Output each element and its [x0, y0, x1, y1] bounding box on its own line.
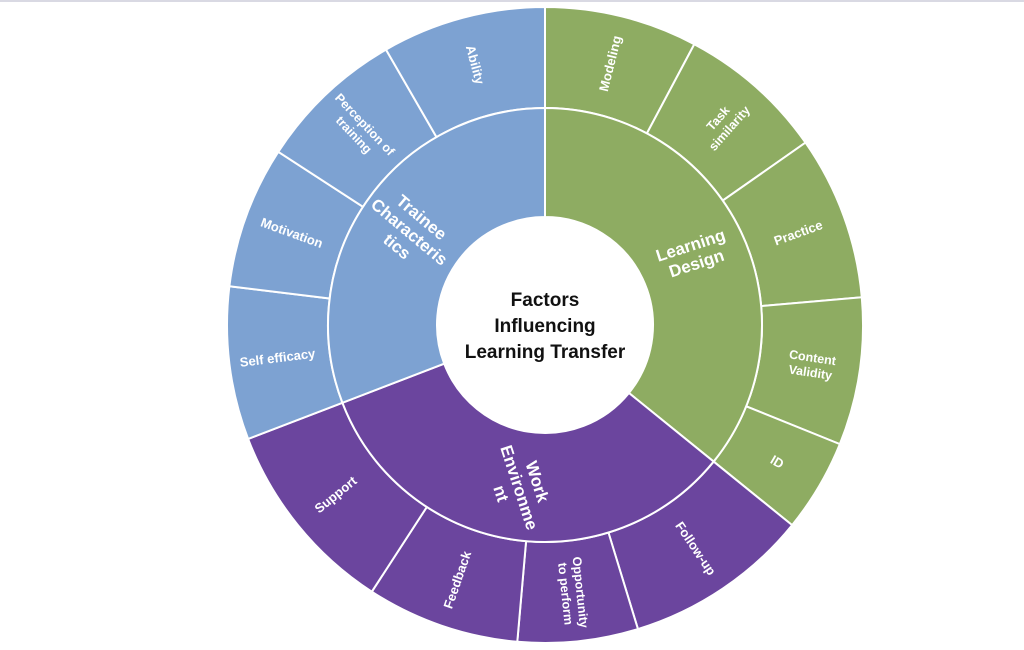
outer-ring: [226, 5, 864, 644]
factor-label-opportunity-to-perform: Opportunityto perform: [555, 556, 591, 630]
top-divider: [0, 0, 1024, 2]
factor-label-content-validity: ContentValidity: [786, 347, 838, 383]
inner-ring: [327, 106, 763, 543]
center-circle: [437, 217, 653, 433]
category-segment-trainee: [327, 106, 546, 405]
